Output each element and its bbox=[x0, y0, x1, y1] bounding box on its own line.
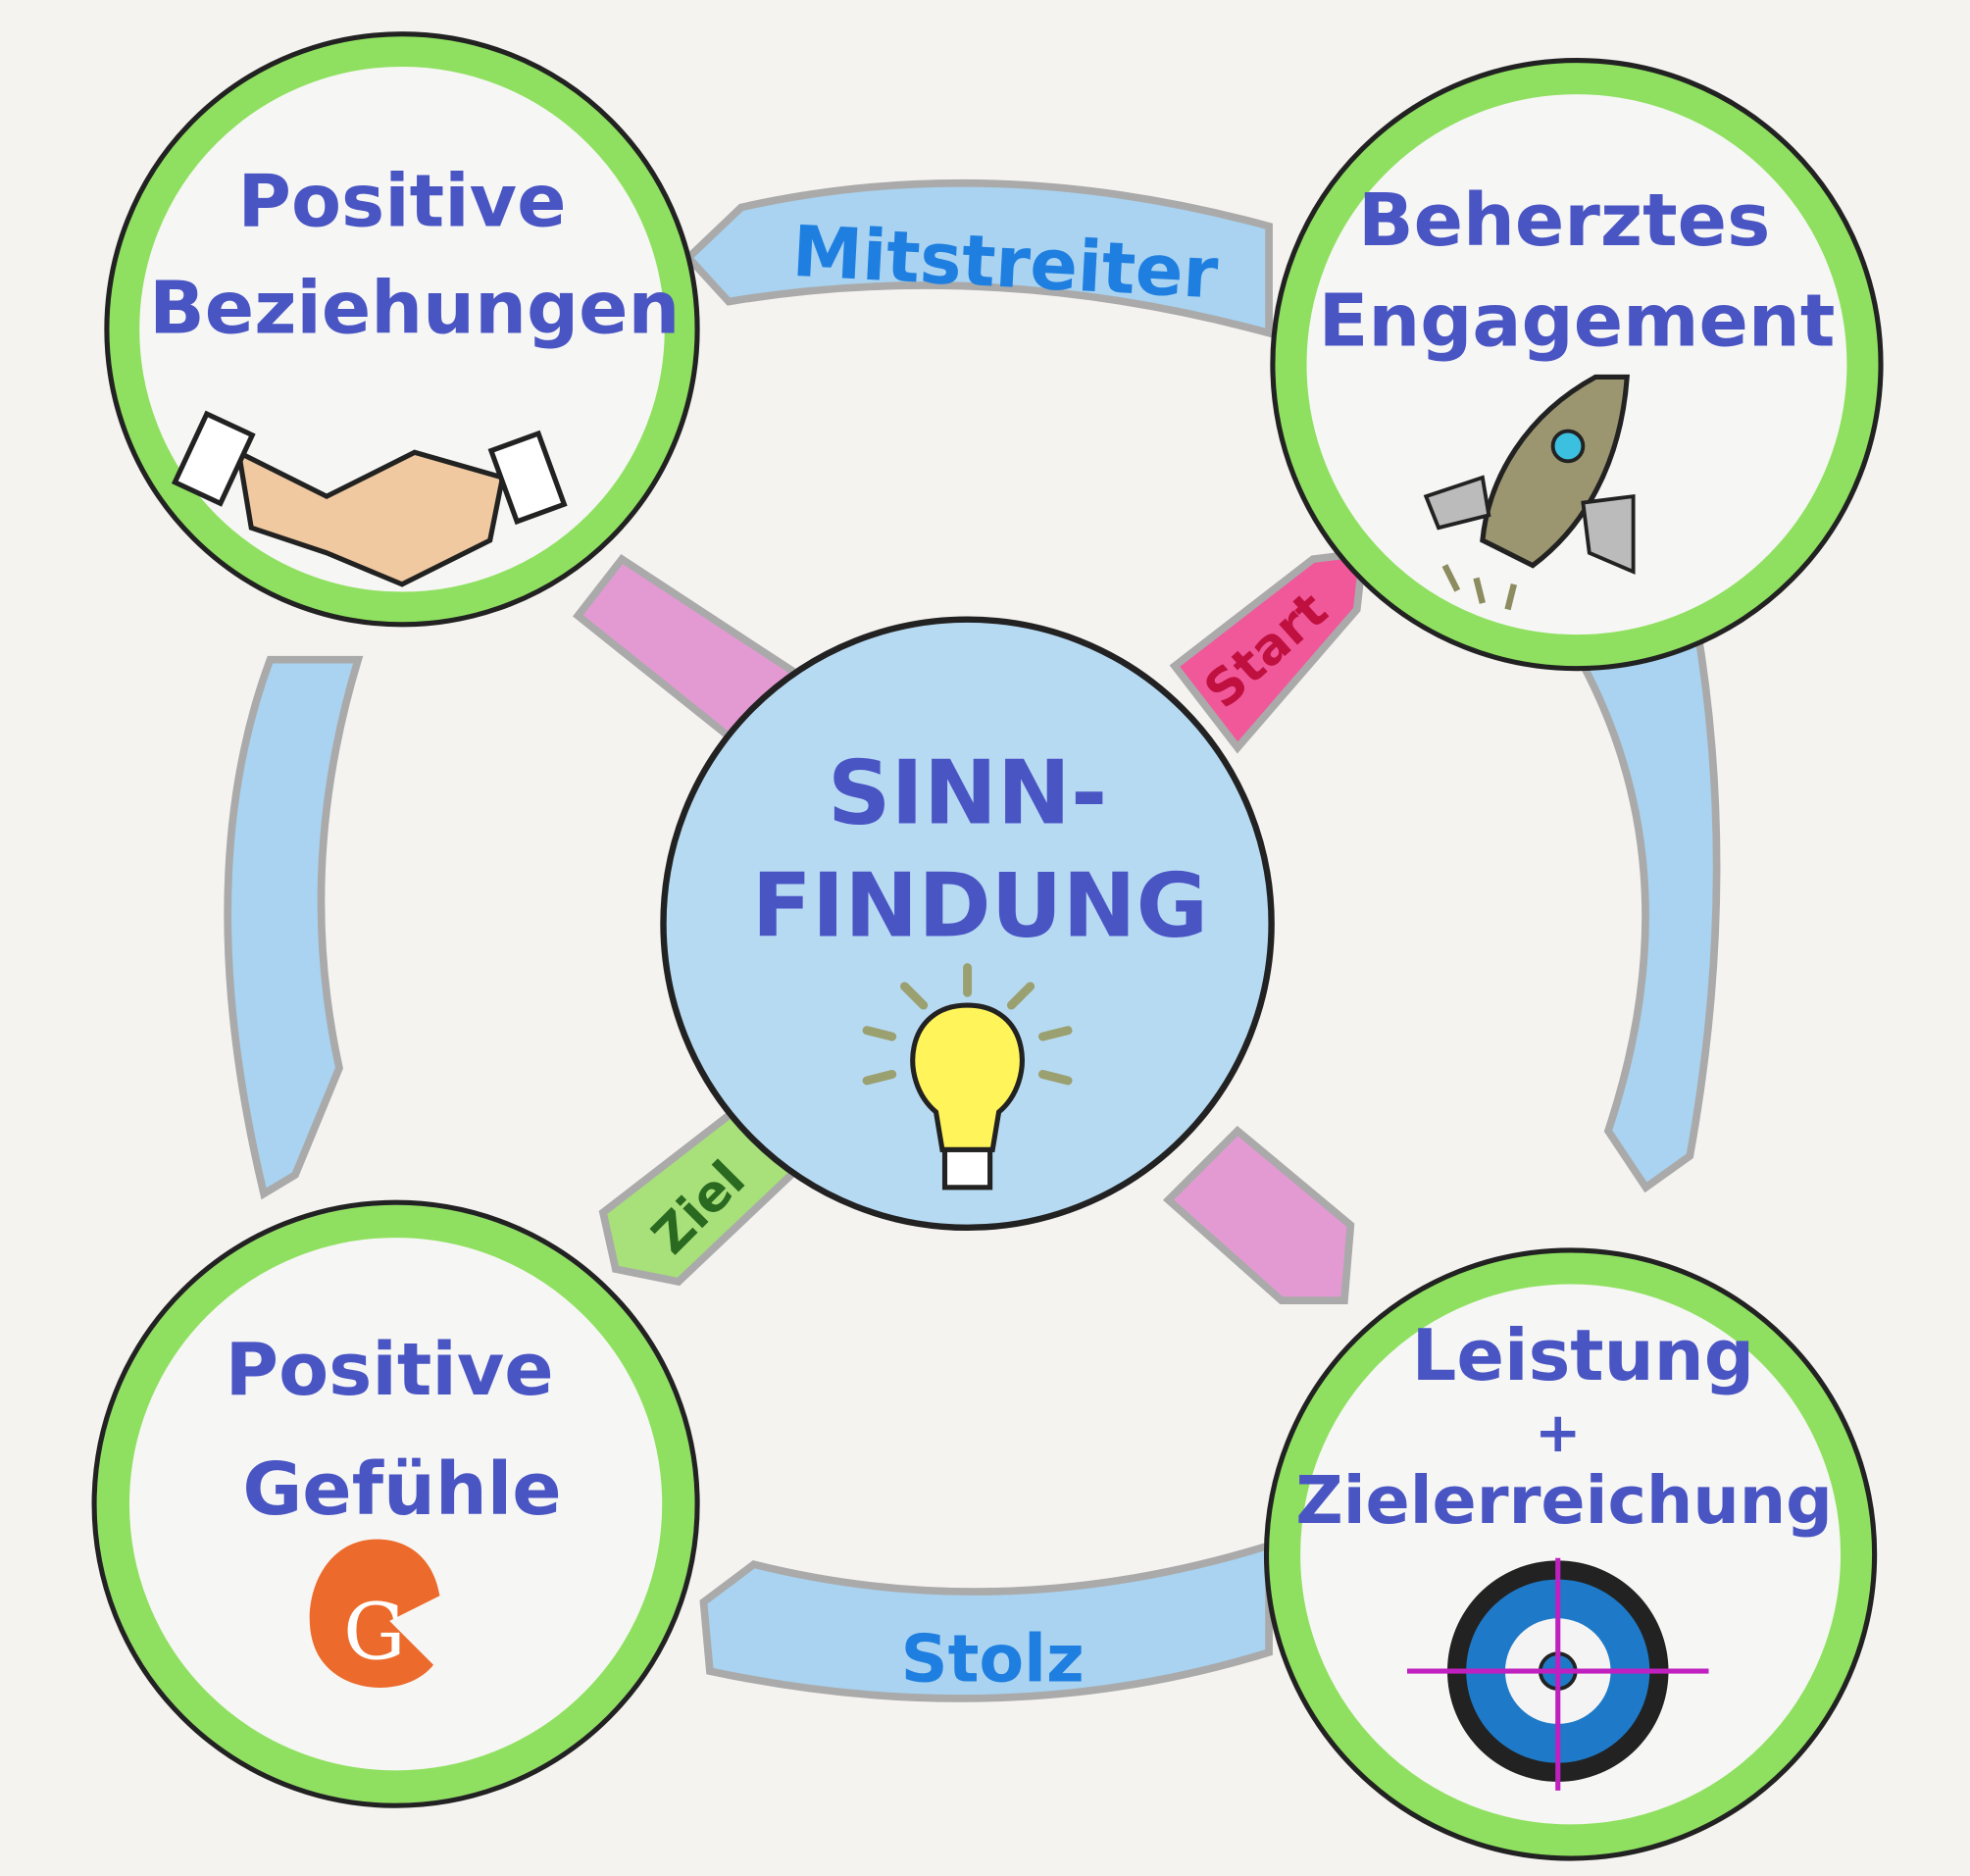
arrow-right bbox=[1571, 617, 1721, 1193]
center-title-line2: FINDUNG bbox=[752, 856, 1209, 958]
spoke-ziel: Ziel bbox=[598, 1100, 803, 1287]
lightbulb-icon bbox=[862, 963, 1073, 1191]
node-leistung: Leistung + Zielerreichung bbox=[1263, 1247, 1878, 1861]
node-title-line1: Positive bbox=[226, 1327, 554, 1412]
node-engagement: Beherztes Engagement bbox=[1270, 57, 1884, 672]
spoke-start: Start bbox=[1169, 548, 1368, 754]
rocket-icon bbox=[1423, 374, 1636, 611]
node-positive-gefuehle: Positive Gefühle G bbox=[91, 1199, 700, 1808]
arrow-left bbox=[224, 655, 364, 1200]
arrow-label-stolz: Stolz bbox=[901, 1620, 1085, 1697]
node-title-line1: Beherztes bbox=[1358, 177, 1770, 263]
arrow-bottom: Stolz bbox=[699, 1540, 1273, 1702]
g-logo-icon: G bbox=[309, 1539, 440, 1688]
node-title-line1: Leistung bbox=[1412, 1314, 1755, 1396]
center-node: SINN- FINDUNG bbox=[660, 616, 1275, 1232]
node-positive-beziehungen: Positive Beziehungen bbox=[104, 31, 700, 628]
node-title-line2: Beziehungen bbox=[149, 266, 680, 351]
node-title-plus: + bbox=[1535, 1401, 1581, 1465]
center-title-line1: SINN- bbox=[828, 742, 1107, 844]
g-logo-letter: G bbox=[343, 1586, 405, 1677]
node-title-line2: Gefühle bbox=[242, 1446, 561, 1532]
target-icon bbox=[1407, 1557, 1709, 1791]
node-title-line2: Engagement bbox=[1319, 278, 1836, 363]
spoke-bottom-right bbox=[1162, 1125, 1355, 1304]
handshake-icon bbox=[171, 410, 568, 587]
node-title-line1: Positive bbox=[237, 159, 566, 244]
node-title-line2: Zielerreichung bbox=[1295, 1462, 1832, 1539]
arrow-top: Mitstreiter bbox=[682, 178, 1273, 338]
